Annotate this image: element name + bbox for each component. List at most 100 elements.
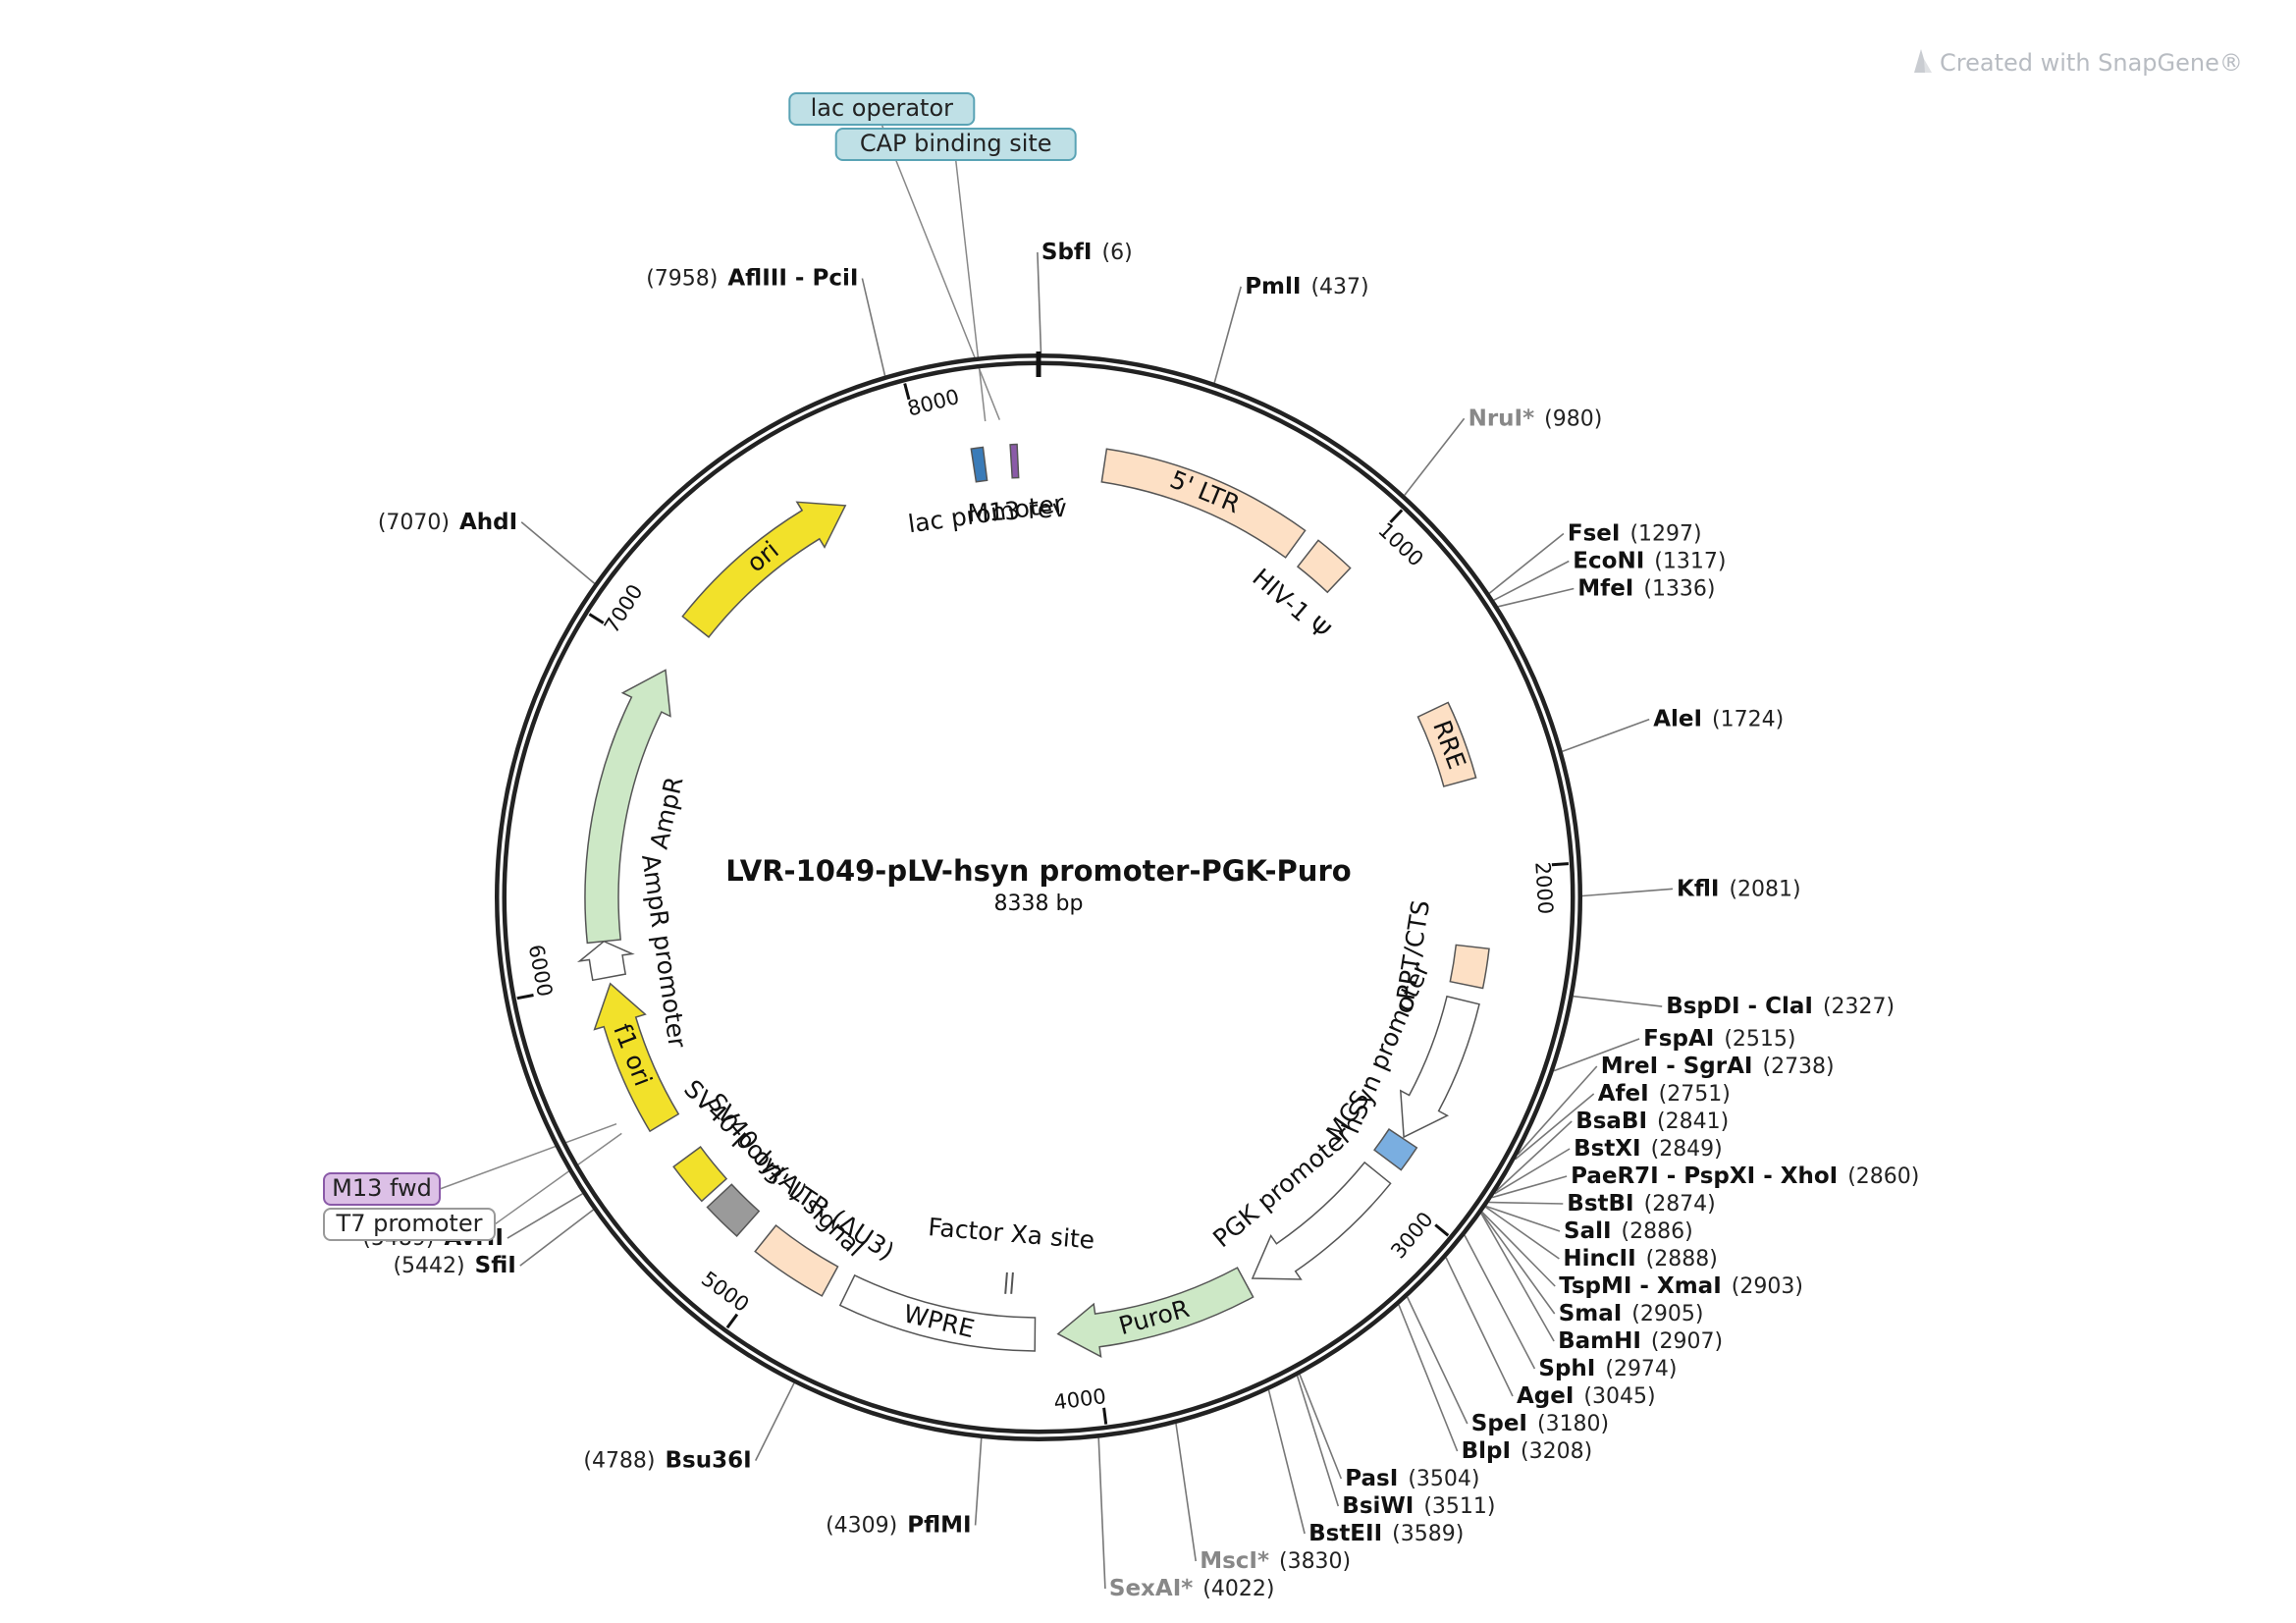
callout-m13-fwd[interactable]: M13 fwd: [323, 1172, 441, 1206]
enzyme-ahdi[interactable]: (7070)AhdI: [378, 510, 517, 535]
feature-m13-rev[interactable]: M13 rev: [967, 443, 1068, 528]
enzyme-sexai[interactable]: SexAI*(4022): [1109, 1576, 1275, 1601]
enzyme-leader-line: [1213, 286, 1242, 384]
snapgene-logo-icon: [1914, 49, 1932, 73]
feature-shape: [672, 1146, 728, 1203]
feature-rre[interactable]: RRE: [1416, 701, 1477, 787]
feature-5-ltr[interactable]: 5' LTR: [1100, 448, 1307, 559]
enzyme-sbfi[interactable]: SbfI(6): [1041, 240, 1133, 265]
enzyme-name: SalI: [1564, 1218, 1612, 1244]
enzyme-name: NruI*: [1468, 406, 1535, 431]
enzyme-econi[interactable]: EcoNI(1317): [1573, 549, 1726, 574]
enzyme-bsteii[interactable]: BstEII(3589): [1308, 1521, 1464, 1546]
enzyme-smai[interactable]: SmaI(2905): [1559, 1301, 1704, 1326]
enzyme-name: HincII: [1563, 1246, 1635, 1271]
enzyme-position: (2738): [1762, 1055, 1834, 1079]
enzyme-mfei[interactable]: MfeI(1336): [1577, 576, 1715, 602]
enzyme-leader-line: [1445, 1257, 1514, 1397]
feature-puror[interactable]: PuroR: [1056, 1267, 1255, 1359]
enzyme-label: (5442)SfiI: [393, 1253, 515, 1278]
enzyme-label: FseI(1297): [1568, 521, 1702, 547]
enzyme-blpi[interactable]: BlpI(3208): [1462, 1438, 1593, 1464]
tick-label-7000: 7000: [600, 580, 648, 637]
enzyme-leader-line: [1494, 1148, 1571, 1195]
callout-leader-line: [494, 1132, 622, 1225]
enzyme-label: SpeI(3180): [1471, 1411, 1609, 1436]
tick-mark-3000: [1434, 1223, 1450, 1237]
feature-factor-xa-site[interactable]: Factor Xa site: [927, 1213, 1095, 1294]
enzyme-hincii[interactable]: HincII(2888): [1563, 1246, 1717, 1271]
enzyme-paer7i-pspxi-xhoi[interactable]: PaeR7I - PspXI - XhoI(2860): [1571, 1163, 1919, 1189]
callout-leader-line: [954, 159, 987, 422]
enzyme-name: SfiI: [475, 1253, 516, 1278]
enzyme-label: MreI - SgrAI(2738): [1601, 1054, 1835, 1079]
enzyme-bamhi[interactable]: BamHI(2907): [1558, 1328, 1723, 1354]
enzyme-mrei-sgrai[interactable]: MreI - SgrAI(2738): [1601, 1054, 1835, 1079]
enzyme-leader-line: [1404, 417, 1466, 496]
enzyme-bsu36i[interactable]: (4788)Bsu36I: [583, 1448, 751, 1474]
enzyme-position: (3589): [1392, 1522, 1464, 1546]
enzyme-leader-line: [1573, 995, 1663, 1007]
enzyme-label: SexAI*(4022): [1109, 1576, 1275, 1601]
enzyme-leader-line: [1491, 1175, 1568, 1199]
feature-shape: [838, 1273, 1037, 1352]
enzyme-leader-line: [520, 521, 596, 584]
enzyme-sali[interactable]: SalI(2886): [1564, 1218, 1693, 1244]
callout-box: [323, 1172, 441, 1206]
enzyme-tspmi-xmai[interactable]: TspMI - XmaI(2903): [1559, 1273, 1803, 1299]
enzyme-kfli[interactable]: KflI(2081): [1677, 876, 1801, 901]
enzyme-position: (4309): [826, 1513, 897, 1538]
enzyme-name: Bsu36I: [666, 1448, 752, 1474]
enzyme-name: SmaI: [1559, 1301, 1623, 1326]
enzyme-bsabi[interactable]: BsaBI(2841): [1575, 1109, 1729, 1134]
callout-box: [323, 1208, 496, 1241]
enzyme-fspai[interactable]: FspAI(2515): [1643, 1026, 1795, 1052]
tick-label-8000: 8000: [905, 385, 962, 421]
feature-f1-ori[interactable]: f1 ori: [593, 982, 680, 1133]
enzyme-leader-line: [1488, 532, 1565, 594]
enzyme-sfii[interactable]: (5442)SfiI: [393, 1253, 515, 1278]
tick-mark-6000: [516, 994, 534, 1001]
enzyme-label: SmaI(2905): [1559, 1301, 1704, 1326]
enzyme-afei[interactable]: AfeI(2751): [1598, 1081, 1731, 1107]
enzyme-bspdi-clai[interactable]: BspDI - ClaI(2327): [1666, 994, 1895, 1019]
feature-hiv-1[interactable]: HIV-1 Ψ: [1247, 539, 1352, 645]
enzyme-leader-line: [1485, 1206, 1560, 1260]
enzyme-label: EcoNI(1317): [1573, 549, 1726, 574]
enzyme-pflmi[interactable]: (4309)PflMI: [826, 1512, 972, 1538]
enzyme-leader-line: [1515, 1093, 1595, 1161]
enzyme-pasi[interactable]: PasI(3504): [1345, 1466, 1479, 1491]
enzyme-bsiwi[interactable]: BsiWI(3511): [1342, 1493, 1495, 1519]
enzyme-bstxi[interactable]: BstXI(2849): [1574, 1136, 1723, 1162]
enzyme-name: FspAI: [1643, 1026, 1714, 1052]
enzyme-nrui[interactable]: NruI*(980): [1468, 406, 1603, 431]
callout-lac-operator[interactable]: lac operator: [788, 92, 976, 126]
enzyme-label: AgeI(3045): [1517, 1383, 1656, 1409]
enzyme-name: PmlI: [1245, 274, 1301, 299]
enzyme-spei[interactable]: SpeI(3180): [1471, 1411, 1609, 1436]
enzyme-alei[interactable]: AleI(1724): [1653, 707, 1784, 732]
enzyme-leader-line: [1553, 1038, 1640, 1072]
feature-shape: [754, 1224, 839, 1297]
enzyme-sphi[interactable]: SphI(2974): [1538, 1356, 1677, 1381]
tick-label-3000: 3000: [1386, 1208, 1438, 1264]
feature-ampr[interactable]: AmpR: [584, 669, 689, 945]
feature-ori[interactable]: ori: [681, 501, 847, 638]
enzyme-name: AhdI: [459, 510, 517, 535]
feature-pgk-promoter[interactable]: PGK promoter: [1207, 1120, 1392, 1280]
enzyme-position: (3180): [1537, 1412, 1609, 1436]
enzyme-name: PasI: [1345, 1466, 1398, 1491]
enzyme-position: (1297): [1629, 522, 1701, 547]
callout-cap-binding-site[interactable]: CAP binding site: [834, 128, 1077, 161]
enzyme-pmli[interactable]: PmlI(437): [1245, 274, 1368, 299]
enzyme-label: TspMI - XmaI(2903): [1559, 1273, 1803, 1299]
enzyme-bstbi[interactable]: BstBI(2874): [1567, 1191, 1715, 1217]
enzyme-msci[interactable]: MscI*(3830): [1200, 1548, 1351, 1574]
callout-label: M13 fwd: [332, 1174, 432, 1202]
enzyme-fsei[interactable]: FseI(1297): [1568, 521, 1702, 547]
enzyme-position: (7958): [646, 267, 718, 292]
enzyme-label: FspAI(2515): [1643, 1026, 1795, 1052]
enzyme-agei[interactable]: AgeI(3045): [1517, 1383, 1656, 1409]
callout-t7-promoter[interactable]: T7 promoter: [323, 1208, 496, 1241]
enzyme-afliii-pcii[interactable]: (7958)AflIII - PciI: [646, 266, 858, 292]
